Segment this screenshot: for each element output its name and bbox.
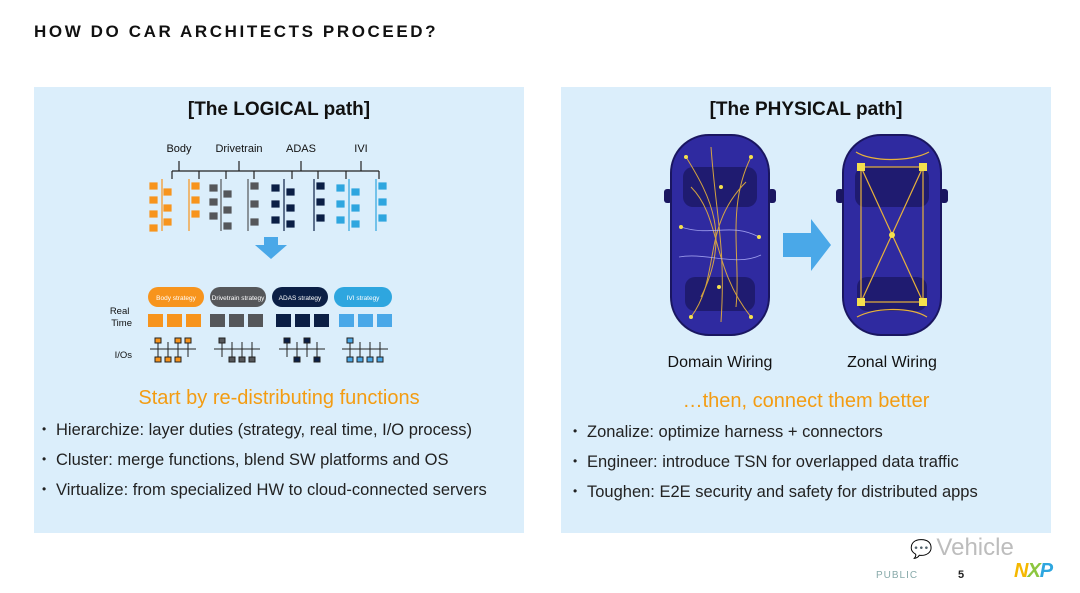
car-label-domain: Domain Wiring <box>668 354 773 371</box>
logical-panel: [The LOGICAL path] Body Drivetrain ADAS … <box>34 87 524 533</box>
strategy-pill-adas-label: ADAS strategy <box>279 295 322 302</box>
logical-bullet: •Virtualize: from specialized HW to clou… <box>42 481 487 499</box>
car-label-zonal: Zonal Wiring <box>847 354 937 371</box>
strategy-pill-body: Body strategy <box>148 287 204 307</box>
io-comb-adas <box>279 337 325 363</box>
domain-wiring-car <box>664 134 776 336</box>
real-time-label-line1: Real <box>110 306 130 317</box>
physical-bullet: •Engineer: introduce TSN for overlapped … <box>573 453 959 471</box>
strategy-pill-adas: ADAS strategy <box>272 287 328 307</box>
strategy-pill-ivi: IVI strategy <box>334 287 392 307</box>
logical-bullets: •Hierarchize: layer duties (strategy, re… <box>42 415 487 505</box>
classification-label: PUBLIC <box>876 570 919 581</box>
strategy-pill-ivi-label: IVI strategy <box>347 295 381 302</box>
logical-subhead: Start by re-distributing functions <box>138 387 420 409</box>
physical-bullets: •Zonalize: optimize harness + connectors… <box>573 417 978 507</box>
logical-bullet: •Hierarchize: layer duties (strategy, re… <box>42 421 472 439</box>
physical-panel: [The PHYSICAL path] <box>561 87 1051 533</box>
io-comb-ivi <box>342 337 388 363</box>
watermark-text: Vehicle <box>936 534 1014 561</box>
strategy-pill-drivetrain: Drivetrain strategy <box>210 287 266 307</box>
logical-heading: [The LOGICAL path] <box>187 99 371 120</box>
strategy-pill-drivetrain-label: Drivetrain strategy <box>212 295 265 302</box>
body-tree <box>149 179 200 232</box>
io-comb-drivetrain <box>214 337 260 363</box>
strategy-pill-body-label: Body strategy <box>156 295 196 302</box>
real-time-label-line2: Time <box>111 318 132 329</box>
ivi-tree <box>336 179 387 231</box>
physical-heading: [The PHYSICAL path] <box>709 99 903 120</box>
domain-bus <box>171 161 380 179</box>
logical-diagram: Body Drivetrain ADAS IVI <box>110 143 392 363</box>
nxp-logo: NXP <box>1014 560 1053 582</box>
physical-bullet: •Zonalize: optimize harness + connectors <box>573 423 883 441</box>
physical-subhead: …then, connect them better <box>682 390 930 412</box>
zonal-wiring-car <box>836 134 948 336</box>
right-arrow-icon <box>783 219 831 271</box>
page-title: HOW DO CAR ARCHITECTS PROCEED? <box>34 22 439 41</box>
drivetrain-tree <box>209 179 259 231</box>
domain-label-body: Body <box>166 143 192 155</box>
ios-label: I/Os <box>115 350 133 361</box>
adas-tree <box>271 179 325 231</box>
io-comb-body <box>150 337 196 363</box>
watermark: 💬Vehicle <box>910 534 1014 562</box>
domain-label-ivi: IVI <box>354 143 367 155</box>
domain-label-adas: ADAS <box>286 143 316 155</box>
wechat-icon: 💬 <box>910 539 933 559</box>
real-time-label: Real Time <box>110 306 132 329</box>
logical-bullet: •Cluster: merge functions, blend SW plat… <box>42 451 449 469</box>
real-time-blocks <box>148 314 392 327</box>
physical-bullet: •Toughen: E2E security and safety for di… <box>573 483 978 501</box>
domain-label-drivetrain: Drivetrain <box>215 143 262 155</box>
down-arrow-icon <box>255 237 287 259</box>
page-number: 5 <box>958 569 965 581</box>
physical-diagram: Domain Wiring Zonal Wiring <box>664 134 948 371</box>
